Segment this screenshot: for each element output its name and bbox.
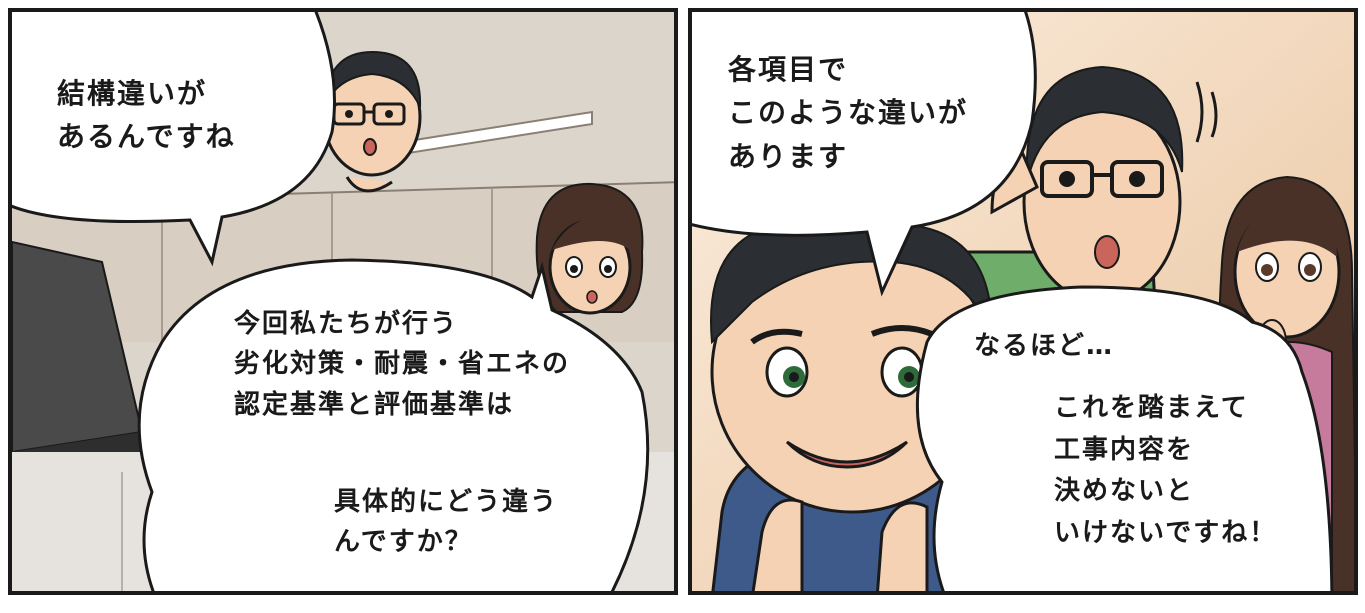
speech-line: これを踏まえて bbox=[1054, 393, 1249, 423]
speech-line: あるんですね bbox=[57, 120, 236, 154]
speech-line: あります bbox=[728, 139, 849, 173]
speech-line: このような違いが bbox=[728, 96, 969, 130]
bubble-kekkou-shape bbox=[12, 12, 336, 267]
bubble-question-shape bbox=[137, 258, 650, 591]
man-pointing bbox=[710, 212, 1033, 591]
speech-conclusion: これを踏まえて 工事内容を 決めないと いけないですね！ bbox=[1054, 388, 1277, 554]
panel-left-art bbox=[12, 12, 674, 591]
panel-left: 結構違いが あるんですね 今回私たちが行う 劣化対策・耐震・省エネの 認定基準と… bbox=[8, 8, 678, 595]
bubble-naruhodo-shape bbox=[915, 285, 1334, 591]
speech-line: 劣化対策・耐震・省エネの bbox=[234, 349, 571, 380]
bubble-items-shape bbox=[692, 12, 1037, 297]
speech-naruhodo: なるほど… bbox=[974, 326, 1114, 366]
speech-question-intro: 今回私たちが行う 劣化対策・耐震・省エネの 認定基準と評価基準は bbox=[234, 304, 570, 425]
speech-line: いけないですね！ bbox=[1054, 517, 1278, 548]
panel-right-art bbox=[692, 12, 1354, 591]
speech-line: 決めないと bbox=[1054, 476, 1195, 507]
speech-line: 結構違いが bbox=[57, 77, 208, 110]
speech-kekkou: 結構違いが あるんですね bbox=[57, 72, 236, 159]
speech-line: 今回私たちが行う bbox=[234, 309, 459, 339]
panel-right: 各項目で このような違いが あります なるほど… これを踏まえて 工事内容を 決… bbox=[688, 8, 1358, 595]
speech-line: 認定基準と評価基準は bbox=[234, 389, 515, 420]
speech-line: んですか？ bbox=[334, 527, 473, 558]
speech-line: 各項目で bbox=[728, 53, 849, 86]
speech-question-end: 具体的にどう違う んですか？ bbox=[334, 482, 558, 563]
speech-line: 具体的にどう違う bbox=[334, 487, 559, 517]
speech-items: 各項目で このような違いが あります bbox=[728, 48, 968, 178]
woman-face bbox=[535, 182, 644, 315]
speech-line: なるほど… bbox=[974, 331, 1115, 361]
speech-line: 工事内容を bbox=[1054, 434, 1195, 465]
